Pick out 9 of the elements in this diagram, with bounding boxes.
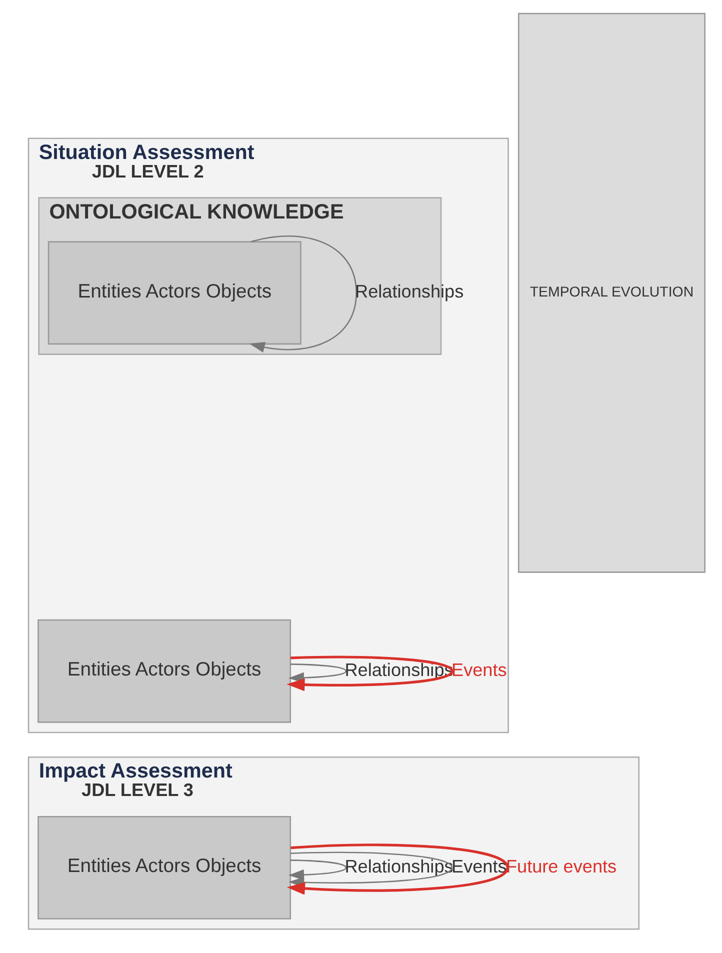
edge-label: Future events xyxy=(505,856,616,876)
node-box: TEMPORAL EVOLUTION xyxy=(517,12,705,573)
edge-label: Events xyxy=(451,660,506,680)
arrow xyxy=(288,860,346,880)
node-box: Entities Actors Objects xyxy=(47,241,301,345)
node-box: Entities Actors Objects xyxy=(37,816,291,920)
edge-label: Relationships xyxy=(354,282,464,302)
node-box: Entities Actors Objects xyxy=(37,619,291,723)
arrow xyxy=(248,236,356,353)
